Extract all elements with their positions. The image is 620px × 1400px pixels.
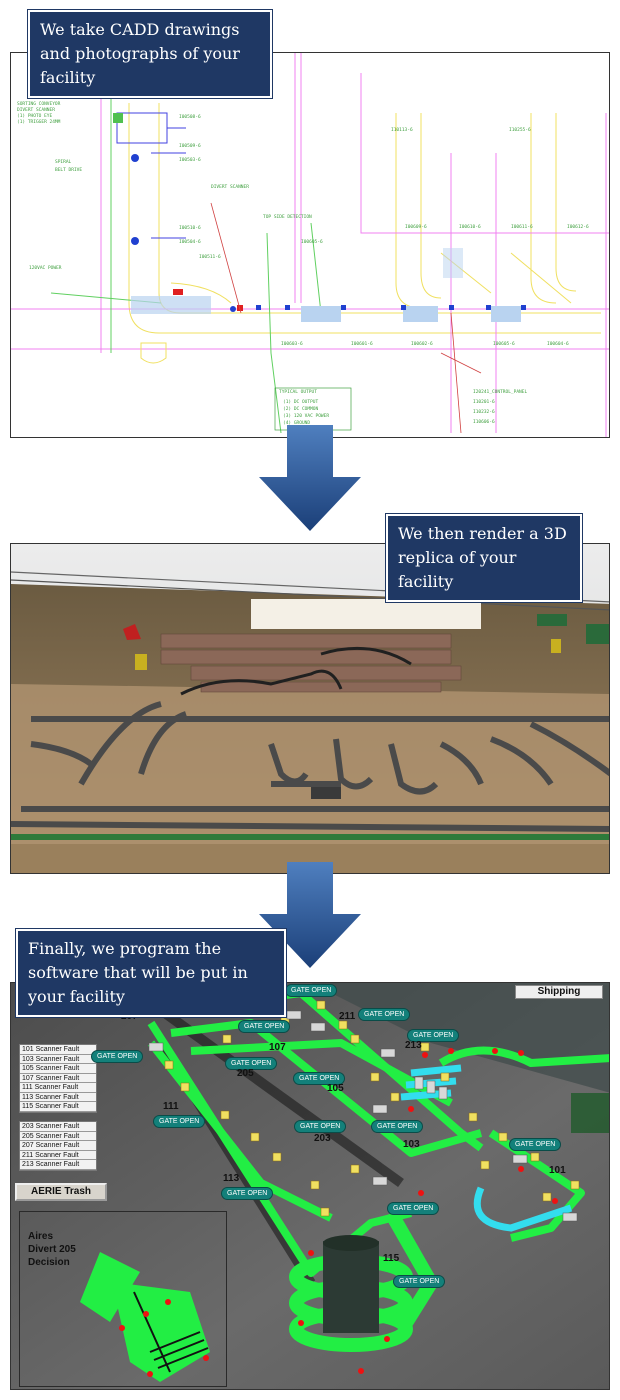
svg-text:I00612-6: I00612-6	[567, 224, 589, 230]
gate-open-badge[interactable]: GATE OPEN	[393, 1275, 446, 1288]
fault-item[interactable]: 203 Scanner Fault	[20, 1122, 96, 1132]
svg-text:SORTING CONVEYOR: SORTING CONVEYOR	[17, 101, 61, 107]
svg-text:I00605-6: I00605-6	[301, 239, 323, 245]
zone-label: 105	[327, 1083, 344, 1094]
caption-step-2-text: We then render a 3D replica of your faci…	[398, 524, 567, 591]
scanner-fault-list-a: 101 Scanner Fault 103 Scanner Fault 105 …	[19, 1044, 97, 1113]
svg-text:I00508-6: I00508-6	[179, 114, 201, 120]
aires-line-1: Aires	[28, 1231, 54, 1242]
svg-text:(4) GROUND: (4) GROUND	[283, 420, 310, 426]
caption-step-2: We then render a 3D replica of your faci…	[385, 513, 583, 603]
hmi-software-panel: Shipping 101 Scanner Fault 103 Scanner F…	[10, 982, 610, 1390]
svg-text:I00604-6: I00604-6	[547, 341, 569, 347]
gate-open-badge[interactable]: GATE OPEN	[294, 1120, 347, 1133]
svg-text:I20241_CONTROL_PANEL: I20241_CONTROL_PANEL	[473, 389, 527, 395]
svg-text:I00611-6: I00611-6	[511, 224, 533, 230]
svg-text:(2) DC COMMON: (2) DC COMMON	[283, 406, 319, 412]
fault-item[interactable]: 111 Scanner Fault	[20, 1083, 96, 1093]
svg-text:(3) 120 VAC POWER: (3) 120 VAC POWER	[283, 413, 329, 419]
scanner-fault-list-b: 203 Scanner Fault 205 Scanner Fault 207 …	[19, 1121, 97, 1171]
svg-text:I10255-6: I10255-6	[509, 127, 531, 133]
svg-text:DIVERT SCANNER: DIVERT SCANNER	[211, 184, 249, 190]
caption-step-1: We take CADD drawings and photographs of…	[27, 9, 273, 99]
fault-item[interactable]: 105 Scanner Fault	[20, 1064, 96, 1074]
zone-label: 103	[403, 1139, 420, 1150]
svg-text:TOP SIDE DETECTION: TOP SIDE DETECTION	[263, 214, 312, 220]
gate-open-badge[interactable]: GATE OPEN	[225, 1057, 278, 1070]
fault-item[interactable]: 113 Scanner Fault	[20, 1092, 96, 1102]
svg-text:I00503-6: I00503-6	[179, 157, 201, 163]
svg-text:I00504-6: I00504-6	[179, 239, 201, 245]
gate-open-badge[interactable]: GATE OPEN	[221, 1187, 274, 1200]
zone-label: 107	[269, 1042, 286, 1053]
aires-divert-panel: Aires Divert 205 Decision	[19, 1211, 227, 1387]
gate-open-badge[interactable]: GATE OPEN	[91, 1050, 144, 1063]
svg-text:BELT DRIVE: BELT DRIVE	[55, 167, 82, 173]
gate-open-badge[interactable]: GATE OPEN	[153, 1115, 206, 1128]
fault-item[interactable]: 115 Scanner Fault	[20, 1102, 96, 1112]
aires-line-3: Decision	[28, 1257, 70, 1268]
zone-label: 203	[314, 1133, 331, 1144]
aires-line-2: Divert 205	[28, 1244, 76, 1255]
svg-text:(1) DC OUTPUT: (1) DC OUTPUT	[283, 399, 319, 405]
divert-diagram	[80, 1252, 210, 1382]
down-arrow-icon	[259, 425, 361, 531]
gate-open-badge[interactable]: GATE OPEN	[509, 1138, 562, 1151]
gate-open-badge[interactable]: GATE OPEN	[407, 1029, 460, 1042]
gate-open-badge[interactable]: GATE OPEN	[371, 1120, 424, 1133]
fault-item[interactable]: 205 Scanner Fault	[20, 1131, 96, 1141]
svg-text:I00605-6: I00605-6	[493, 341, 515, 347]
svg-text:I00603-6: I00603-6	[281, 341, 303, 347]
zone-label: 115	[383, 1253, 400, 1264]
zone-label: 113	[223, 1173, 240, 1184]
svg-text:I00601-6: I00601-6	[351, 341, 373, 347]
svg-text:I00610-6: I00610-6	[459, 224, 481, 230]
aires-divert-label: Aires Divert 205 Decision	[28, 1230, 76, 1269]
svg-text:TYPICAL OUTPUT: TYPICAL OUTPUT	[279, 389, 317, 395]
fault-item[interactable]: 103 Scanner Fault	[20, 1054, 96, 1064]
fault-item[interactable]: 211 Scanner Fault	[20, 1150, 96, 1160]
zone-label: 211	[339, 1011, 356, 1022]
shipping-button[interactable]: Shipping	[515, 985, 603, 999]
gate-open-badge[interactable]: GATE OPEN	[358, 1008, 411, 1021]
caption-step-1-text: We take CADD drawings and photographs of…	[40, 20, 240, 87]
svg-text:SPIRAL: SPIRAL	[55, 159, 72, 165]
fault-item[interactable]: 207 Scanner Fault	[20, 1141, 96, 1151]
svg-text:I10201-6: I10201-6	[473, 399, 495, 405]
svg-text:120VAC POWER: 120VAC POWER	[29, 265, 62, 271]
svg-text:I00609-6: I00609-6	[405, 224, 427, 230]
svg-text:I10232-6: I10232-6	[473, 409, 495, 415]
zone-label: 111	[163, 1101, 179, 1112]
svg-text:I10606-6: I10606-6	[473, 419, 495, 425]
gate-open-badge[interactable]: GATE OPEN	[285, 984, 338, 997]
zone-label: 213	[405, 1040, 422, 1051]
svg-text:I00510-6: I00510-6	[179, 225, 201, 231]
aerie-trash-button[interactable]: AERIE Trash	[15, 1183, 107, 1201]
svg-text:(1) TRIGGER 24MM: (1) TRIGGER 24MM	[17, 119, 61, 125]
svg-text:I00511-6: I00511-6	[199, 254, 221, 260]
zone-label: 101	[549, 1165, 566, 1176]
svg-text:(1) PHOTO EYE: (1) PHOTO EYE	[17, 113, 53, 119]
svg-text:I00602-6: I00602-6	[411, 341, 433, 347]
svg-text:I00509-6: I00509-6	[179, 143, 201, 149]
fault-item[interactable]: 213 Scanner Fault	[20, 1160, 96, 1170]
fault-item[interactable]: 107 Scanner Fault	[20, 1073, 96, 1083]
fault-item[interactable]: 101 Scanner Fault	[20, 1045, 96, 1055]
svg-text:I10113-6: I10113-6	[391, 127, 413, 133]
caption-step-3-text: Finally, we program the software that wi…	[28, 939, 248, 1006]
gate-open-badge[interactable]: GATE OPEN	[387, 1202, 440, 1215]
gate-open-badge[interactable]: GATE OPEN	[293, 1072, 346, 1085]
zone-label: 205	[237, 1068, 254, 1079]
gate-open-badge[interactable]: GATE OPEN	[238, 1020, 291, 1033]
svg-text:DIVERT SCANNER: DIVERT SCANNER	[17, 107, 55, 113]
down-arrow-icon	[259, 862, 361, 968]
caption-step-3: Finally, we program the software that wi…	[15, 928, 287, 1018]
